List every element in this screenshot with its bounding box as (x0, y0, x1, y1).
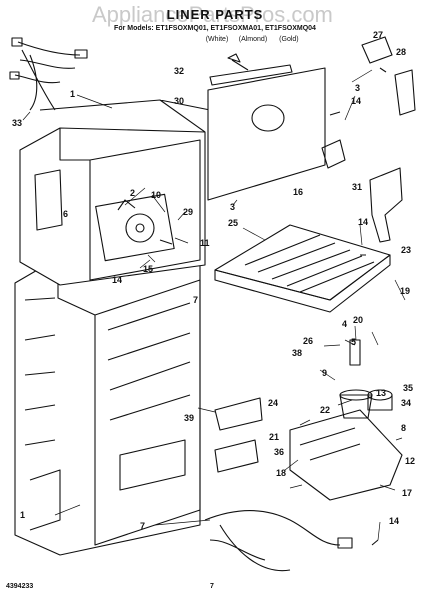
callout-label: 27 (373, 30, 383, 40)
evaporator-fan-part (95, 193, 175, 262)
callout-label: 24 (268, 398, 278, 408)
callout-label: 11 (200, 238, 210, 248)
callout-label: 28 (396, 47, 406, 57)
drain-trough-part (214, 224, 391, 313)
diagram-subtitle: For Models: ET1FSOXMQ01, ET1FSOXMA01, ET… (114, 25, 316, 32)
callout-label: 3 (230, 202, 235, 212)
color-variants: (White) (Almond) (Gold) (200, 36, 306, 43)
callout-label: 38 (292, 348, 302, 358)
callout-label: 33 (12, 118, 22, 128)
callout-label: 14 (112, 275, 122, 285)
variant-white: (White) (205, 36, 229, 43)
watermark: AppliancePartsPros.com (92, 2, 333, 27)
callout-label: 21 (269, 432, 279, 442)
bracket-part (361, 36, 393, 64)
variant-almond: (Almond) (238, 36, 268, 43)
callout-label: 8 (401, 423, 406, 433)
callout-label: 30 (174, 96, 184, 106)
callout-label: 14 (389, 516, 399, 526)
light-socket-part (394, 69, 416, 116)
knob-part (367, 389, 393, 411)
control-housing-part (289, 409, 403, 501)
callout-label: 17 (402, 488, 412, 498)
callout-label: 5 (351, 337, 356, 347)
callout-label: 14 (358, 217, 368, 227)
footer-part-number: 4394233 (6, 583, 34, 590)
callout-label: 36 (274, 447, 284, 457)
switch-part (321, 139, 346, 169)
callout-label: 26 (303, 336, 313, 346)
callout-label: 19 (400, 286, 410, 296)
callout-label: 23 (401, 245, 411, 255)
upper-liner-part (19, 99, 211, 286)
callout-label: 29 (183, 207, 193, 217)
callout-label: 12 (405, 456, 415, 466)
callout-label: 18 (276, 468, 286, 478)
callout-label: 20 (353, 315, 363, 325)
callout-label: 25 (228, 218, 238, 228)
light-housing-part (369, 167, 403, 243)
callout-label: 15 (143, 264, 153, 274)
screws-part (227, 53, 387, 546)
rear-panel-part (207, 64, 326, 201)
callout-labels: 27 28 32 3 14 30 31 16 1 33 2 10 6 29 11… (12, 30, 415, 531)
variant-gold: (Gold) (279, 36, 299, 43)
callout-label: 9 (322, 368, 327, 378)
callout-label: 39 (184, 413, 194, 423)
callout-label: 3 (355, 83, 360, 93)
lower-liner-part (14, 257, 201, 556)
callout-label: 35 (403, 383, 413, 393)
footer-page-number: 7 (210, 583, 214, 590)
callout-label: 13 (376, 388, 386, 398)
callout-label: 4 (342, 319, 347, 329)
callout-label: 14 (351, 96, 361, 106)
callout-label: 1 (70, 89, 75, 99)
callout-label: 10 (151, 190, 161, 200)
callout-label: 1 (20, 510, 25, 520)
diagram-title: LINER PARTS (166, 7, 264, 22)
callout-label: 7 (140, 521, 145, 531)
callout-label: 2 (130, 188, 135, 198)
callout-label: 34 (401, 398, 411, 408)
callout-label: 32 (174, 66, 184, 76)
callout-label: 16 (293, 187, 303, 197)
callout-label: 22 (320, 405, 330, 415)
thermostat-part (339, 339, 373, 419)
callout-label: 7 (193, 295, 198, 305)
damper-part (214, 397, 263, 473)
wire-harness-part (9, 37, 88, 111)
harness-lower-part (204, 510, 353, 572)
callout-label: 6 (63, 209, 68, 219)
callout-label: 31 (352, 182, 362, 192)
